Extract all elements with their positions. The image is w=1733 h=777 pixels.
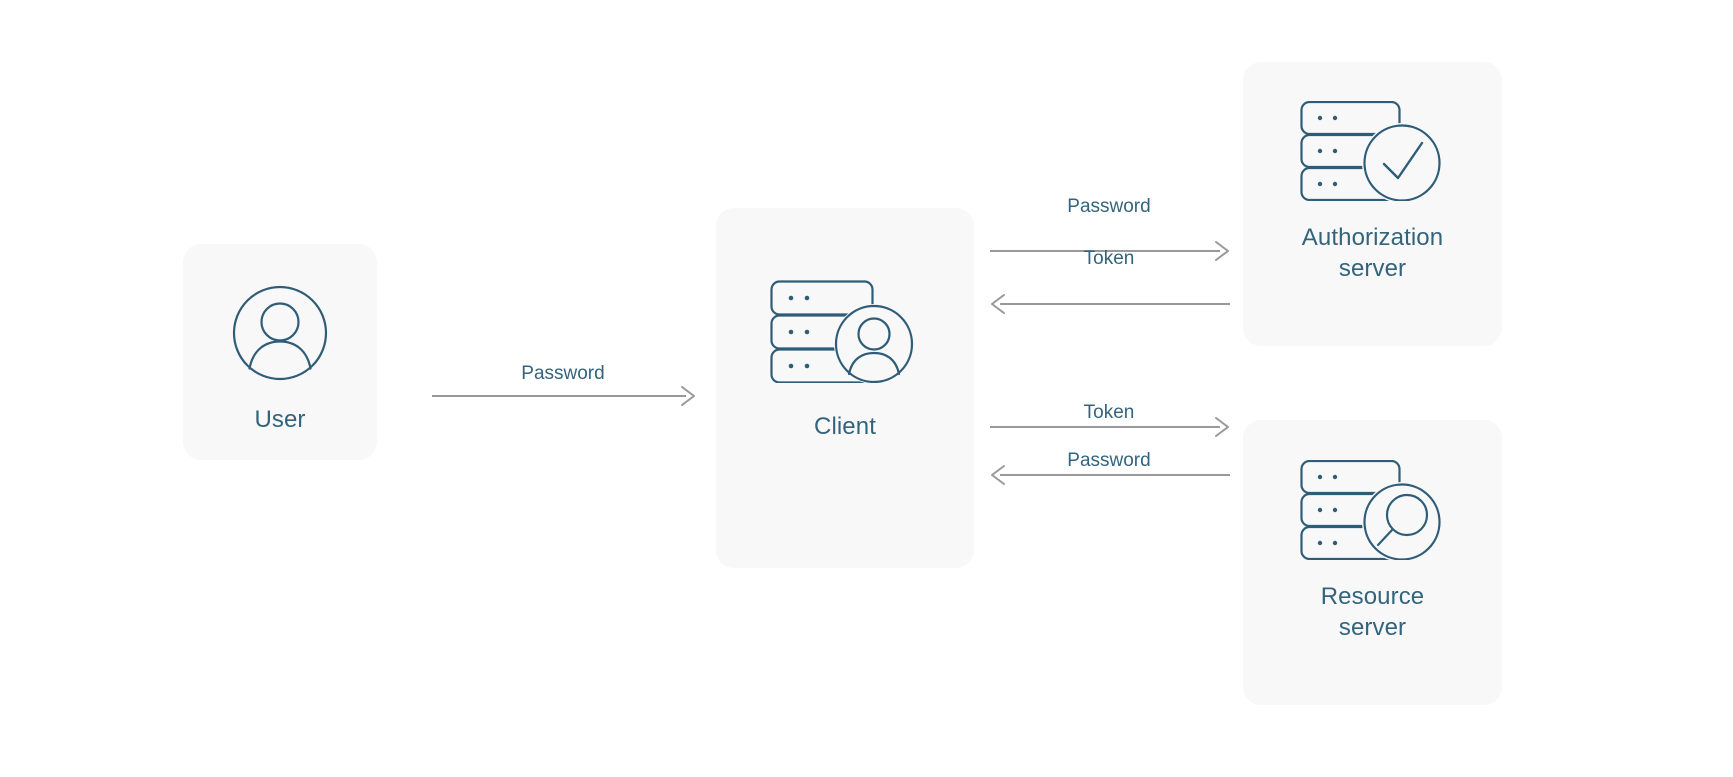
server-stack-search-icon bbox=[1299, 459, 1447, 565]
edge-res-client-password bbox=[991, 465, 1230, 485]
node-client[interactable]: Client bbox=[716, 208, 974, 568]
node-user-label: User bbox=[254, 406, 306, 433]
node-user[interactable]: User bbox=[183, 244, 377, 460]
node-client-label: Client bbox=[814, 413, 876, 440]
edge-auth-client-token bbox=[991, 294, 1230, 314]
node-authorization-server[interactable]: Authorization server bbox=[1243, 62, 1502, 346]
edge-auth-client-token-label: Token bbox=[1083, 248, 1135, 269]
edge-res-client-password-label: Password bbox=[1067, 450, 1151, 471]
node-authorization-server-label: Authorization server bbox=[1301, 224, 1444, 282]
edge-client-auth-password-label: Password bbox=[1067, 196, 1151, 217]
node-resource-server[interactable]: Resource server bbox=[1243, 420, 1502, 705]
edge-client-res-token bbox=[990, 417, 1229, 437]
edge-client-auth-password bbox=[990, 241, 1229, 261]
edge-client-res-token-label: Token bbox=[1083, 402, 1135, 423]
node-resource-server-label: Resource server bbox=[1320, 583, 1425, 641]
server-stack-user-icon bbox=[769, 280, 921, 388]
edge-user-client-label: Password bbox=[521, 363, 605, 384]
user-avatar-icon bbox=[231, 284, 329, 387]
server-stack-check-icon bbox=[1299, 100, 1447, 206]
edge-user-client-password bbox=[432, 386, 695, 406]
